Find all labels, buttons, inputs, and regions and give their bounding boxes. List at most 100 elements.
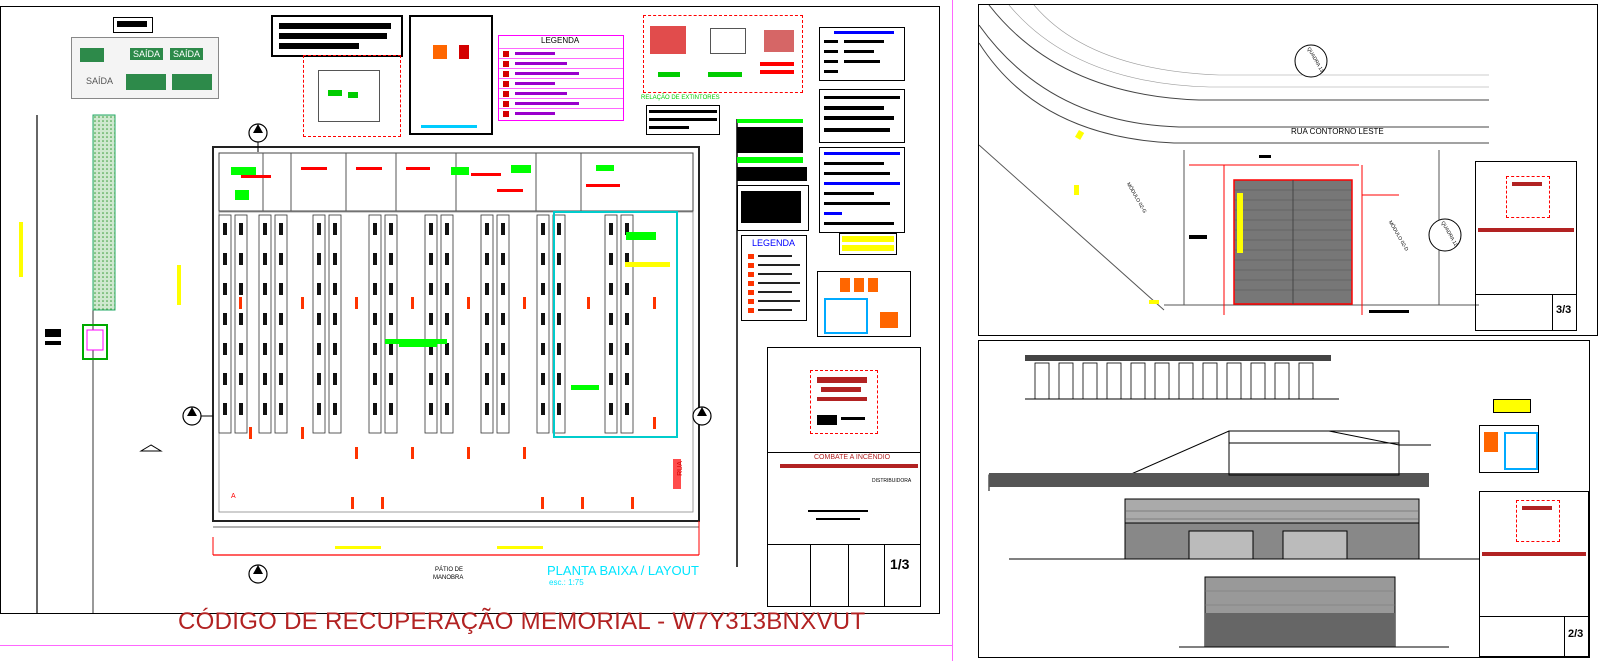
rack-slot: [373, 373, 377, 385]
rack-slot: [333, 373, 337, 385]
elevations-drawing: [988, 355, 1479, 648]
rack-slot: [485, 403, 489, 415]
exit-sign-label: SAÍDA: [86, 76, 114, 86]
memorial-code: CÓDIGO DE RECUPERAÇÃO MEMORIAL - W7Y313B…: [178, 608, 866, 635]
rack-slot: [625, 283, 629, 295]
rack-slot: [389, 343, 393, 355]
legend-2-row: [748, 308, 754, 313]
rack-slot: [609, 253, 613, 265]
rack-slot: [389, 373, 393, 385]
extinguisher-marker: [581, 497, 584, 509]
rack-slot: [501, 223, 505, 235]
rack-slot: [389, 403, 393, 415]
yard-label: PÁTIO DE: [435, 567, 464, 573]
rack-slot: [445, 313, 449, 325]
rack-slot: [239, 223, 243, 235]
exit-sign-label: SAÍDA: [170, 48, 204, 60]
floor-plan-drawing: [19, 114, 738, 613]
legend-title: LEGENDA: [541, 36, 580, 45]
rack-slot: [429, 253, 433, 265]
rack-slot: [557, 253, 561, 265]
rack-slot: [557, 283, 561, 295]
rack-slot: [279, 373, 283, 385]
sheet-number: 1/3: [890, 556, 910, 572]
rack-slot: [279, 253, 283, 265]
detail-box: [409, 15, 493, 135]
extinguisher-marker: [467, 297, 470, 309]
legend-2-row: [748, 281, 754, 286]
extinguisher-marker: [467, 447, 470, 459]
rack-slot: [279, 343, 283, 355]
rack-slot: [263, 283, 267, 295]
legend-2-row: [748, 272, 754, 277]
street-label: RUA CONTORNO LESTE: [1291, 127, 1384, 136]
legend-2-row: [748, 290, 754, 295]
rack-slot: [541, 313, 545, 325]
rack-elevation: [1130, 362, 1146, 400]
titleblock-heading: COMBATE A INCÊNDIO: [814, 454, 891, 461]
rack-slot: [501, 283, 505, 295]
rack-slot: [317, 253, 321, 265]
sheet-floor-plan: SAÍDA SAÍDA SAÍDA LEGENDA RE: [0, 6, 940, 614]
exit-sign: [126, 74, 166, 90]
extinguisher-marker: [301, 427, 304, 439]
rack-slot: [485, 223, 489, 235]
rack-slot: [279, 223, 283, 235]
site-plan-drawing: [979, 5, 1489, 315]
rack-slot: [223, 403, 227, 415]
info-column: [819, 147, 905, 233]
rack-slot: [333, 403, 337, 415]
rack-slot: [485, 253, 489, 265]
sheet-elevations: 2/3: [978, 340, 1590, 658]
exit-signs-panel: SAÍDA SAÍDA SAÍDA: [71, 37, 219, 99]
extinguisher-list-title: RELAÇÃO DE EXTINTORES: [641, 95, 720, 101]
rack-slot: [279, 403, 283, 415]
legend-row: [499, 68, 623, 79]
detail-red-box: [303, 55, 401, 137]
rack-slot: [239, 283, 243, 295]
rack-slot: [445, 283, 449, 295]
rack-slot: [239, 343, 243, 355]
rack-slot: [223, 223, 227, 235]
rack-slot: [625, 253, 629, 265]
rack-slot: [239, 313, 243, 325]
rack-slot: [223, 253, 227, 265]
rack-slot: [557, 313, 561, 325]
extinguisher-marker: [249, 427, 252, 439]
rack-slot: [501, 253, 505, 265]
elev-detail: [1479, 425, 1539, 473]
rack-slot: [625, 403, 629, 415]
rack-slot: [557, 343, 561, 355]
rack-slot: [317, 283, 321, 295]
rack-slot: [541, 283, 545, 295]
legend-row: [499, 88, 623, 99]
notes-column: [737, 119, 809, 231]
extinguisher-marker: [587, 297, 590, 309]
section-mark: A: [231, 493, 236, 500]
rack-slot: [373, 343, 377, 355]
rack-slot: [239, 253, 243, 265]
extinguisher-marker: [631, 497, 634, 509]
rack-slot: [625, 343, 629, 355]
rack-slot: [541, 253, 545, 265]
rack-slot: [541, 403, 545, 415]
rack-slot: [557, 373, 561, 385]
rack-slot: [373, 313, 377, 325]
rack-slot: [373, 253, 377, 265]
extinguisher-marker: [411, 447, 414, 459]
elev-titleblock: 2/3: [1479, 491, 1589, 657]
legend-2-row: [748, 299, 754, 304]
rack-slot: [263, 373, 267, 385]
rack-slot: [333, 223, 337, 235]
rack-slot: [389, 313, 393, 325]
street-side-label: RUA: [676, 461, 684, 476]
plan-scale: esc.: 1:75: [549, 578, 584, 587]
rack-slot: [263, 223, 267, 235]
rack-slot: [429, 283, 433, 295]
extinguisher-marker: [653, 297, 656, 309]
legend-2-title: LEGENDA: [752, 238, 796, 248]
rack-elevation: [1034, 362, 1050, 400]
rack-slot: [485, 343, 489, 355]
rack-slot: [373, 223, 377, 235]
rack-slot: [389, 253, 393, 265]
